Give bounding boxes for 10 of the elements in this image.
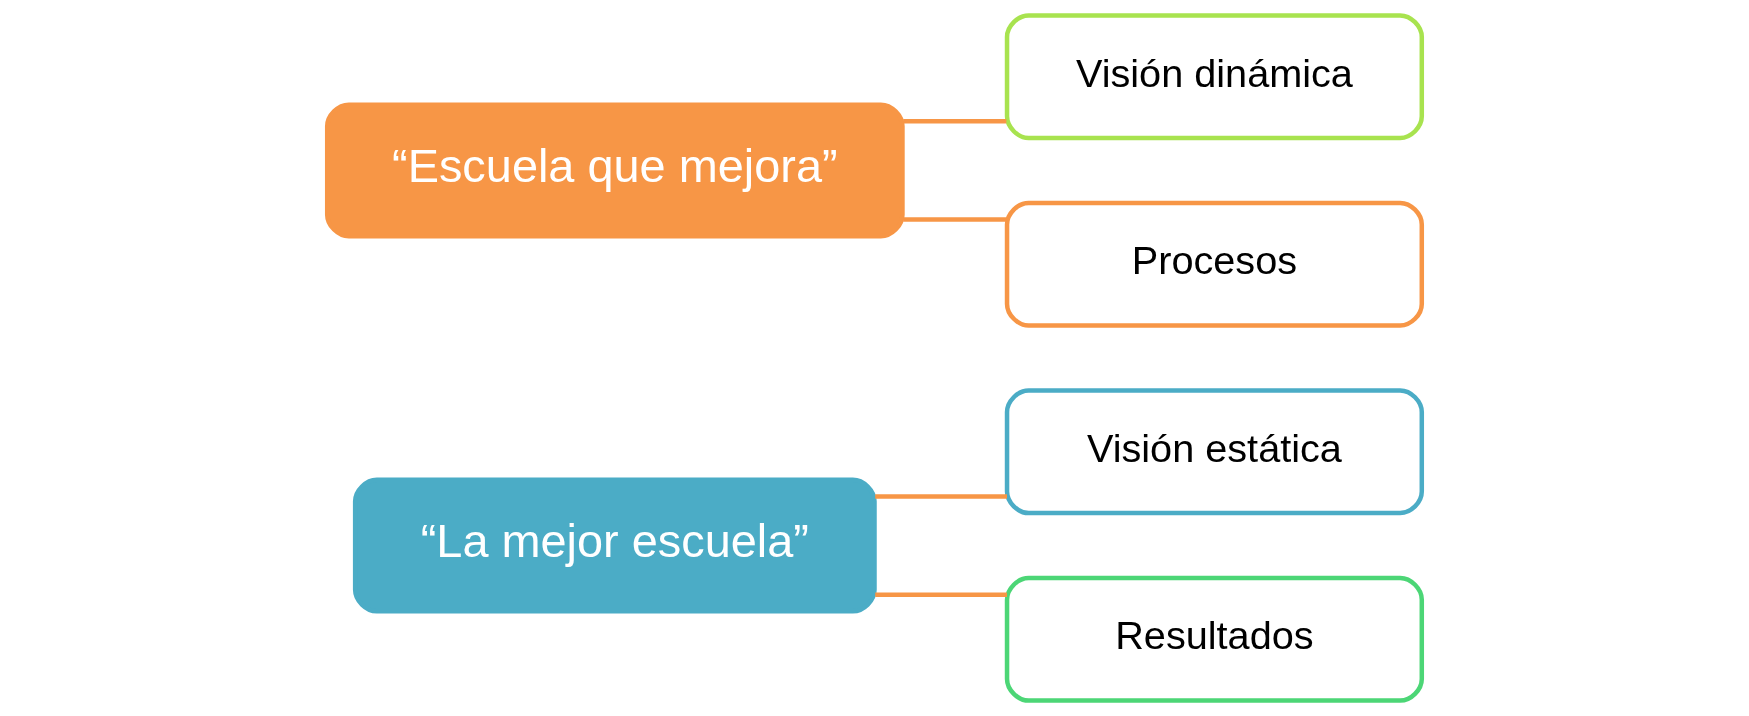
connector xyxy=(875,592,1008,597)
connector xyxy=(903,217,1007,222)
connector xyxy=(875,494,1008,499)
node-box: Visión estática xyxy=(1004,388,1425,516)
node-box: “Escuela que mejora” xyxy=(324,102,905,239)
node-box: Visión dinámica xyxy=(1004,13,1425,141)
connector xyxy=(903,119,1007,124)
node-box: “La mejor escuela” xyxy=(352,477,877,614)
node-box: Resultados xyxy=(1004,575,1425,703)
node-box: Procesos xyxy=(1004,200,1425,328)
